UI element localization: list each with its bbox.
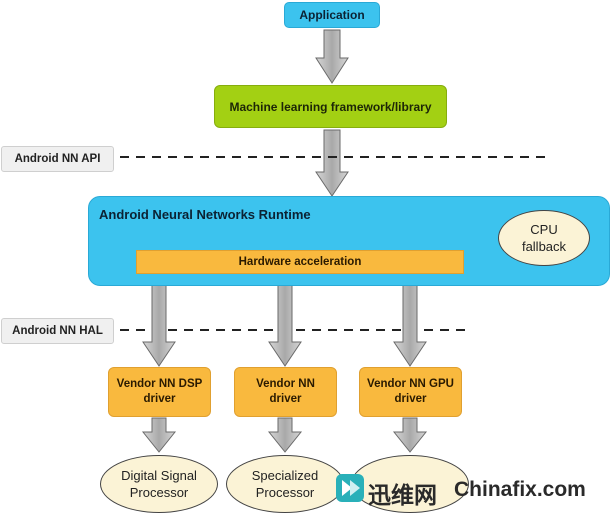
digital-signal-processor-node: Digital Signal Processor bbox=[100, 455, 218, 513]
gpu-driver-line1: Vendor NN GPU bbox=[367, 378, 454, 390]
watermark-en-text: Chinafix.com bbox=[454, 478, 586, 501]
cpu-fallback-node: CPU fallback bbox=[498, 210, 590, 266]
arrow-hw-to-gpu-driver bbox=[393, 275, 427, 367]
watermark-cn-text: 迅维网 bbox=[368, 482, 437, 508]
specialized-processor-line1: Specialized bbox=[251, 468, 319, 483]
specialized-driver-line2: driver bbox=[269, 393, 302, 405]
vendor-dsp-driver-node: Vendor NN DSP driver bbox=[108, 367, 211, 417]
gpu-driver-line2: driver bbox=[394, 393, 427, 405]
arrow-framework-to-runtime bbox=[315, 129, 349, 197]
dsp-processor-line2: Processor bbox=[129, 485, 189, 500]
specialized-processor-node: Specialized Processor bbox=[226, 455, 344, 513]
arrow-hw-to-dsp-driver bbox=[142, 275, 176, 367]
ml-framework-node: Machine learning framework/library bbox=[214, 85, 447, 128]
dsp-driver-line2: driver bbox=[143, 393, 176, 405]
arrow-gpu-driver-to-processor bbox=[392, 417, 428, 453]
cpu-fallback-line2: fallback bbox=[521, 239, 567, 254]
vendor-gpu-driver-node: Vendor NN GPU driver bbox=[359, 367, 462, 417]
watermark-logo-icon bbox=[336, 474, 364, 502]
nn-runtime-title: Android Neural Networks Runtime bbox=[99, 207, 311, 222]
vendor-specialized-driver-node: Vendor NN driver bbox=[234, 367, 337, 417]
cpu-fallback-line1: CPU bbox=[530, 222, 558, 237]
arrow-hw-to-specialized-driver bbox=[268, 275, 302, 367]
gpu-processor-node bbox=[351, 455, 469, 513]
hardware-acceleration-bar: Hardware acceleration bbox=[136, 250, 464, 274]
specialized-processor-line2: Processor bbox=[255, 485, 315, 500]
android-nn-hal-label: Android NN HAL bbox=[1, 318, 114, 344]
specialized-driver-line1: Vendor NN bbox=[256, 378, 315, 390]
android-nn-api-label: Android NN API bbox=[1, 146, 114, 172]
arrow-specialized-driver-to-processor bbox=[267, 417, 303, 453]
application-node: Application bbox=[284, 2, 380, 28]
arrow-app-to-framework bbox=[315, 29, 349, 84]
dsp-driver-line1: Vendor NN DSP bbox=[116, 378, 203, 390]
arrow-dsp-driver-to-processor bbox=[141, 417, 177, 453]
dsp-processor-line1: Digital Signal bbox=[121, 468, 197, 483]
